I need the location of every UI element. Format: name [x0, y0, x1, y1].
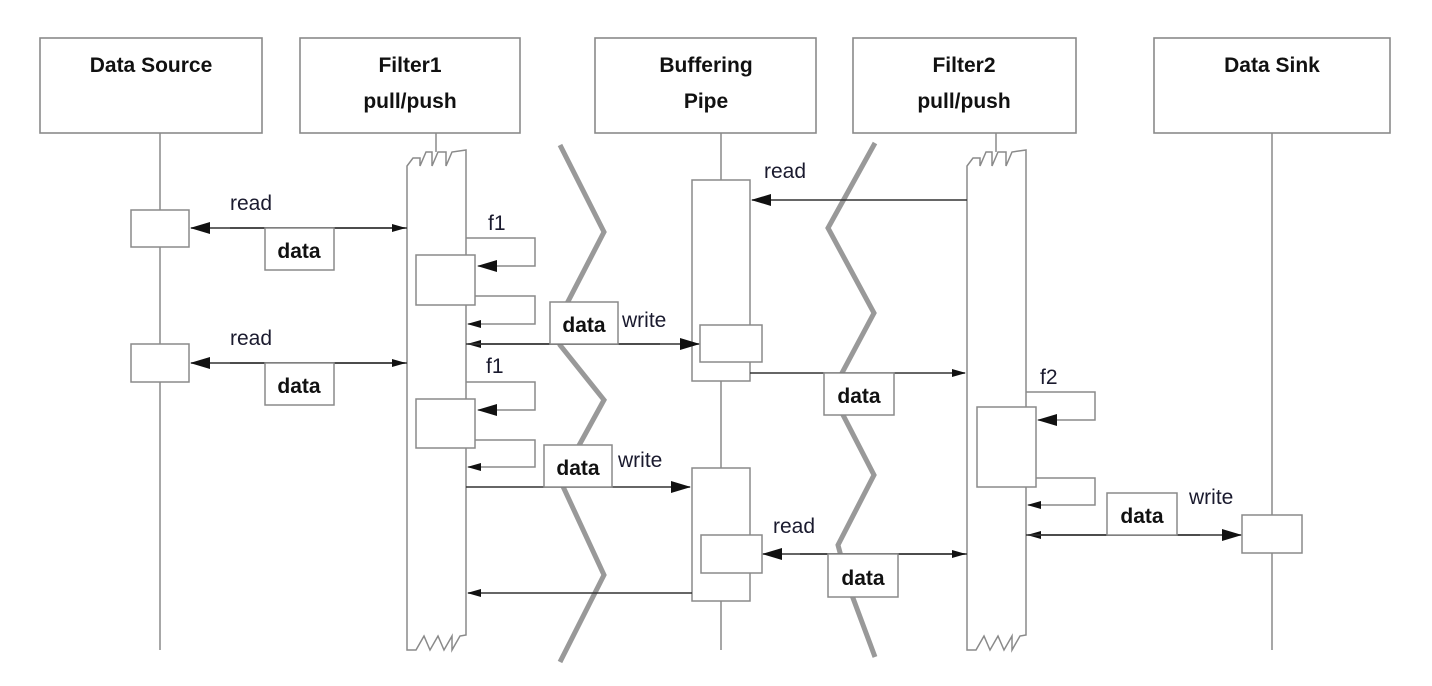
thread-boundary-left: [557, 143, 607, 664]
data-source-activation-2: [130, 343, 190, 383]
f1-call-arrow: [466, 237, 536, 272]
data-label: data: [277, 240, 321, 263]
message-read-source-1: read data: [190, 192, 407, 271]
participant-filter2: Filter2 pull/push: [852, 37, 1077, 134]
data-sink-activation: [1241, 514, 1303, 554]
read-label: read: [230, 327, 272, 350]
message-write-sink: data write: [1026, 486, 1242, 541]
data-label-box: [264, 362, 335, 406]
f2-return-arrow: [1027, 477, 1096, 509]
data-label: data: [837, 385, 881, 408]
participant-subtitle: Pipe: [684, 90, 728, 113]
filter2-activation-bar: [966, 149, 1027, 653]
data-label-box: [543, 444, 613, 488]
write-label: write: [621, 309, 666, 332]
message-read-source-2: read data: [190, 327, 407, 406]
self-call-f1-2: f1: [415, 355, 536, 471]
f1-label: f1: [486, 355, 504, 378]
participant-title: Filter2: [932, 54, 995, 77]
pipe-read-activation-2: [700, 534, 763, 574]
data-source-activation-1: [130, 209, 190, 248]
read-label: read: [773, 515, 815, 538]
participant-filter1: Filter1 pull/push: [299, 37, 521, 134]
data-label-box: [827, 553, 899, 598]
data-label: data: [562, 314, 606, 337]
participant-subtitle: pull/push: [917, 90, 1010, 113]
f1-activation: [415, 254, 476, 306]
data-label: data: [841, 567, 885, 590]
data-label: data: [556, 457, 600, 480]
participant-box: [39, 37, 263, 134]
participant-subtitle: pull/push: [363, 90, 456, 113]
message-read-pipe-2: read data: [762, 515, 967, 598]
pipe-write-activation-1: [699, 324, 763, 363]
f2-label: f2: [1040, 366, 1058, 389]
participant-box: [594, 37, 817, 134]
f1-return-arrow: [467, 295, 536, 328]
f2-activation: [976, 406, 1037, 488]
self-call-f2: f2: [976, 366, 1096, 509]
read-label: read: [764, 160, 806, 183]
participant-title: Data Sink: [1224, 54, 1320, 77]
participant-title: Buffering: [659, 54, 752, 77]
write-label: write: [1188, 486, 1233, 509]
message-write-pipe-2: data write: [466, 444, 691, 493]
self-call-f1-1: f1: [415, 212, 536, 328]
participant-title: Data Source: [90, 54, 213, 77]
message-write-pipe-1: data write: [466, 301, 700, 350]
f1-label: f1: [488, 212, 506, 235]
participant-box: [299, 37, 521, 134]
participant-data-sink: Data Sink: [1153, 37, 1391, 134]
read-label: read: [230, 192, 272, 215]
participant-box: [852, 37, 1077, 134]
f2-call-arrow: [1026, 391, 1096, 426]
f1-return-arrow: [467, 439, 536, 471]
participant-buffering-pipe: Buffering Pipe: [594, 37, 817, 134]
f1-call-arrow: [466, 381, 536, 416]
f1-activation: [415, 398, 476, 449]
write-label: write: [617, 449, 662, 472]
data-label: data: [1120, 505, 1164, 528]
message-read-pipe-1: read data: [750, 160, 967, 416]
data-label-box: [1106, 492, 1178, 536]
data-label-box: [549, 301, 619, 345]
data-label-box: [823, 372, 895, 416]
data-label: data: [277, 375, 321, 398]
participant-title: Filter1: [378, 54, 441, 77]
participant-data-source: Data Source: [39, 37, 263, 134]
data-label-box: [264, 227, 335, 271]
participant-box: [1153, 37, 1391, 134]
